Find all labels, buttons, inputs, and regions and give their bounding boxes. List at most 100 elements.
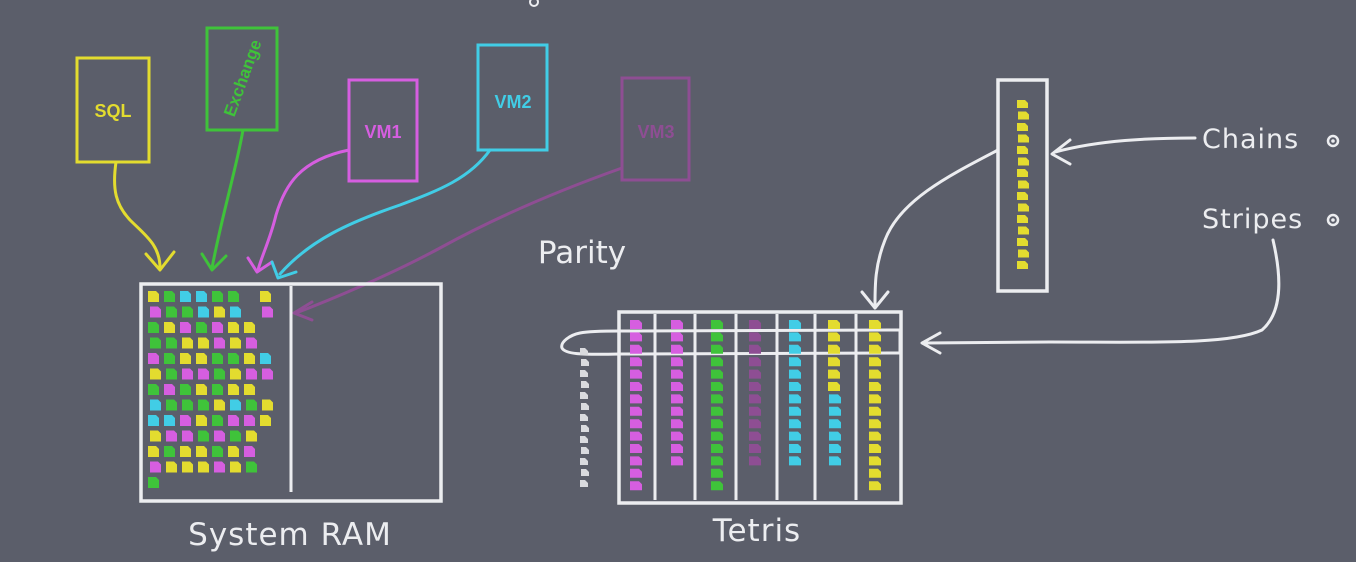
parity-cell bbox=[580, 370, 588, 377]
ram-cell bbox=[214, 399, 225, 411]
arrow-stripes-to-tetris bbox=[923, 238, 1281, 345]
chalk-smudge bbox=[529, 0, 539, 7]
tetris-cell bbox=[711, 394, 723, 404]
chain-cell bbox=[1018, 203, 1029, 212]
ram-cell bbox=[148, 446, 159, 457]
ram-cell bbox=[260, 291, 271, 302]
ram-cell bbox=[198, 337, 209, 349]
ram-cell bbox=[230, 430, 241, 442]
arrow-vm1-to-ram-head bbox=[246, 256, 274, 274]
tetris-cell bbox=[630, 344, 642, 354]
parity-cell bbox=[581, 381, 589, 388]
ram-cell bbox=[182, 430, 193, 442]
tetris-cell bbox=[711, 456, 723, 466]
tetris-cell bbox=[829, 431, 841, 441]
chains-bullet-icon bbox=[1326, 134, 1340, 148]
chain-cell bbox=[1018, 111, 1029, 120]
tetris-cell bbox=[828, 320, 840, 329]
ram-cell bbox=[148, 322, 159, 333]
tetris-cell bbox=[711, 344, 723, 354]
ram-cell bbox=[166, 461, 177, 473]
ram-cell bbox=[164, 384, 175, 395]
arrow-exchange-to-ram bbox=[210, 128, 245, 270]
tetris-cell bbox=[869, 444, 881, 453]
tetris-stripe-outline bbox=[560, 328, 902, 356]
ram-cell bbox=[182, 461, 193, 473]
ram-cell bbox=[196, 322, 207, 333]
ram-cell bbox=[180, 446, 191, 457]
tetris-cell bbox=[828, 369, 840, 379]
tetris-cell bbox=[869, 394, 881, 404]
ram-cell bbox=[214, 306, 225, 318]
tetris-cell bbox=[711, 481, 723, 491]
ram-cell bbox=[180, 415, 191, 426]
tetris-cell bbox=[630, 320, 642, 329]
ram-cell bbox=[148, 291, 159, 302]
tetris-memory-cells bbox=[630, 320, 881, 491]
ram-cell bbox=[228, 353, 239, 364]
arrow-exchange-to-ram-head bbox=[200, 252, 228, 272]
ram-cell bbox=[228, 446, 239, 457]
ram-cell bbox=[182, 368, 193, 380]
ram-cell bbox=[166, 337, 177, 349]
tetris-cell bbox=[630, 419, 642, 429]
tetris-cell bbox=[869, 382, 881, 391]
workload-label-vm3: VM3 bbox=[637, 122, 674, 142]
parity-cell bbox=[581, 469, 589, 476]
ram-cell bbox=[164, 446, 175, 457]
ram-cell bbox=[182, 399, 193, 411]
workload-box-vm1: VM1 bbox=[347, 78, 419, 183]
tetris-cell bbox=[711, 406, 723, 416]
tetris-cell bbox=[789, 394, 801, 404]
ram-cell bbox=[244, 322, 255, 333]
ram-cell bbox=[196, 446, 207, 457]
chain-cell bbox=[1017, 238, 1028, 246]
tetris-cell bbox=[749, 382, 761, 391]
arrow-vm2-to-ram-head bbox=[270, 260, 298, 280]
tetris-cell bbox=[671, 456, 683, 466]
ram-cell bbox=[214, 461, 225, 473]
system-ram-block bbox=[139, 282, 443, 503]
tetris-cell bbox=[789, 406, 801, 416]
ram-cell bbox=[228, 322, 239, 333]
system-ram-label: System RAM bbox=[188, 517, 392, 553]
chain-cell bbox=[1017, 123, 1028, 131]
arrow-sql-to-ram bbox=[113, 160, 162, 270]
tetris-cell bbox=[749, 456, 761, 466]
ram-cell bbox=[260, 415, 271, 426]
ram-cell bbox=[150, 337, 161, 349]
tetris-cell bbox=[869, 357, 881, 367]
tetris-cell bbox=[749, 419, 761, 429]
ram-cell bbox=[164, 291, 175, 302]
tetris-cell bbox=[671, 431, 683, 441]
parity-cell bbox=[580, 480, 588, 487]
ram-cell bbox=[246, 368, 257, 380]
ram-cell bbox=[166, 368, 177, 380]
ram-cell bbox=[182, 337, 193, 349]
tetris-cell bbox=[749, 369, 761, 379]
tetris-block bbox=[560, 310, 903, 505]
tetris-cell bbox=[671, 332, 683, 342]
tetris-cell bbox=[869, 456, 881, 466]
parity-cell bbox=[581, 359, 589, 366]
tetris-cell bbox=[630, 468, 642, 478]
ram-cell bbox=[198, 399, 209, 411]
workload-label-vm1: VM1 bbox=[364, 122, 401, 142]
ram-cell bbox=[246, 337, 257, 349]
tetris-cell bbox=[789, 332, 801, 342]
tetris-label: Tetris bbox=[712, 513, 801, 549]
ram-cell bbox=[230, 337, 241, 349]
tetris-cell bbox=[630, 406, 642, 416]
ram-cell bbox=[148, 477, 159, 488]
tetris-cell bbox=[671, 419, 683, 429]
chain-cell bbox=[1018, 180, 1029, 189]
arrow-chains-to-chain-box-head bbox=[1050, 138, 1072, 166]
tetris-cell bbox=[711, 431, 723, 441]
tetris-cell bbox=[749, 394, 761, 404]
arrow-chain-box-to-tetris-head bbox=[860, 290, 890, 310]
ram-cell bbox=[246, 430, 257, 442]
tetris-cell bbox=[630, 394, 642, 404]
tetris-cell bbox=[869, 468, 881, 478]
tetris-cell bbox=[711, 357, 723, 367]
tetris-cell bbox=[828, 344, 840, 354]
